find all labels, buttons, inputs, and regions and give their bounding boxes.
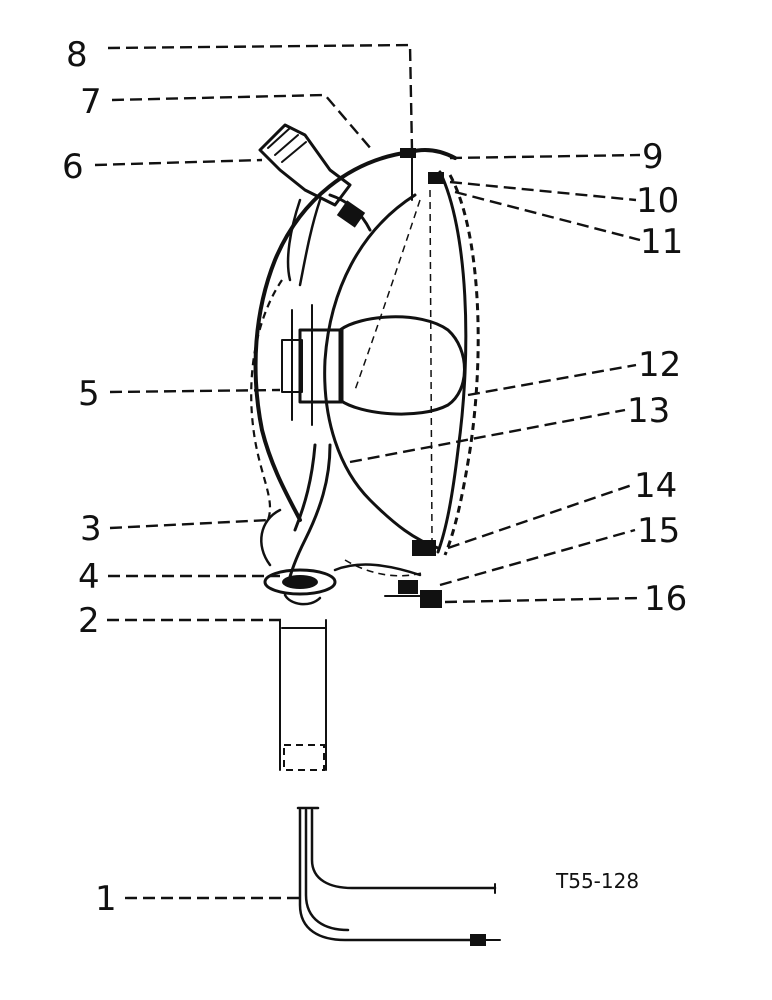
callout-label-5: 5 [78,374,100,414]
callout-label-8: 8 [66,35,88,75]
callout-label-10: 10 [636,181,679,221]
lamp-shell [250,148,480,556]
callout-label-9: 9 [642,137,664,177]
callout-label-4: 4 [78,557,100,597]
leader-lines [94,43,643,900]
callout-label-16: 16 [644,579,687,619]
callout-label-15: 15 [637,511,680,551]
callout-label-14: 14 [634,466,677,506]
callout-label-11: 11 [640,222,683,262]
mounting-tube [279,619,327,771]
callout-label-6: 6 [62,147,84,187]
callout-label-1: 1 [95,879,117,919]
callout-label-3: 3 [80,509,102,549]
wiring-harness [296,806,501,946]
mounting-bracket [333,540,442,608]
callout-label-12: 12 [638,345,681,385]
cable-and-grommet [260,443,337,606]
bulb [281,304,466,426]
callout-labels: 1 2 3 4 5 6 7 8 9 10 11 12 13 14 15 16 [62,35,687,919]
reference-code: T55-128 [555,869,639,893]
switch-connector [258,123,372,287]
callout-label-2: 2 [78,601,100,641]
callout-label-13: 13 [627,391,670,431]
callout-label-7: 7 [80,82,102,122]
